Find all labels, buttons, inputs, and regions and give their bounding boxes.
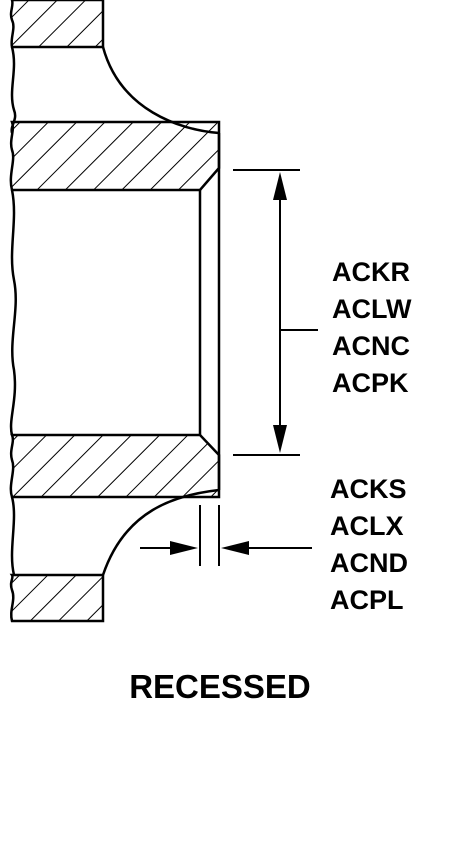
top-hatched-section bbox=[9, 0, 105, 49]
lower-hatched-flange bbox=[9, 433, 221, 499]
dimension-b-code-3: ACND bbox=[330, 548, 408, 578]
lower-fillet-curve bbox=[101, 488, 220, 576]
dimension-a-arrow-up bbox=[273, 172, 287, 200]
dimension-a-code-4: ACPK bbox=[332, 368, 409, 398]
upper-fillet-curve bbox=[101, 46, 220, 135]
dimension-b-arrow-left bbox=[221, 541, 249, 555]
dimension-a-code-1: ACKR bbox=[332, 257, 410, 287]
dimension-b-arrow-right bbox=[170, 541, 198, 555]
dimension-a-code-3: ACNC bbox=[332, 331, 410, 361]
dimension-a-code-2: ACLW bbox=[332, 294, 412, 324]
dimension-b-code-1: ACKS bbox=[330, 474, 407, 504]
dimension-b-code-4: ACPL bbox=[330, 585, 404, 615]
upper-hatched-flange bbox=[9, 120, 221, 192]
diagram-caption: RECESSED bbox=[129, 668, 311, 705]
dimension-b-code-2: ACLX bbox=[330, 511, 404, 541]
dimension-a-arrow-down bbox=[273, 425, 287, 453]
bottom-hatched-section bbox=[9, 573, 105, 623]
